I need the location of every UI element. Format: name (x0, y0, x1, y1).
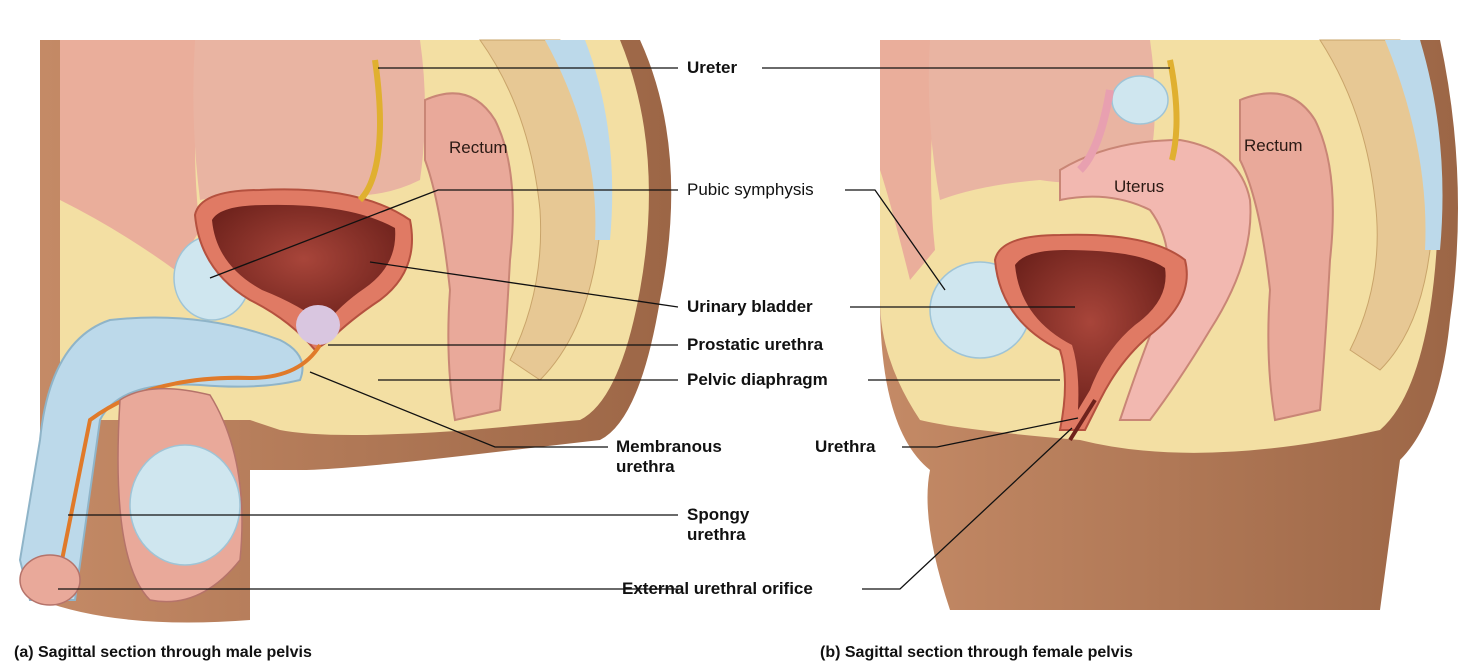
prostatic-urethra-label: Prostatic urethra (687, 335, 823, 355)
caption-male: (a) Sagittal section through male pelvis (14, 644, 312, 662)
ureter-label: Ureter (687, 58, 737, 78)
spongy-urethra-line1: Spongy (687, 505, 749, 525)
spongy-urethra-line2: urethra (687, 525, 749, 545)
pubic-symphysis-label: Pubic symphysis (687, 180, 814, 200)
male-pelvis-illustration (20, 40, 671, 623)
urinary-bladder-label: Urinary bladder (687, 297, 813, 317)
male-cavity (193, 40, 425, 200)
urethra-label: Urethra (815, 437, 875, 457)
spongy-urethra-label: Spongy urethra (687, 505, 749, 545)
caption-female: (b) Sagittal section through female pelv… (820, 644, 1133, 662)
male-prostate (296, 305, 340, 345)
membranous-urethra-line2: urethra (616, 457, 722, 477)
male-glans (20, 555, 80, 605)
membranous-urethra-label: Membranous urethra (616, 437, 722, 477)
uterus-label: Uterus (1114, 177, 1164, 197)
male-testis (130, 445, 240, 565)
external-urethral-orifice-label: External urethral orifice (622, 579, 813, 599)
rectum-label-male: Rectum (449, 138, 508, 158)
female-ovary (1112, 76, 1168, 124)
membranous-urethra-line1: Membranous (616, 437, 722, 457)
pelvic-diaphragm-label: Pelvic diaphragm (687, 370, 828, 390)
rectum-label-female: Rectum (1244, 136, 1303, 156)
female-pelvis-illustration (880, 40, 1458, 610)
